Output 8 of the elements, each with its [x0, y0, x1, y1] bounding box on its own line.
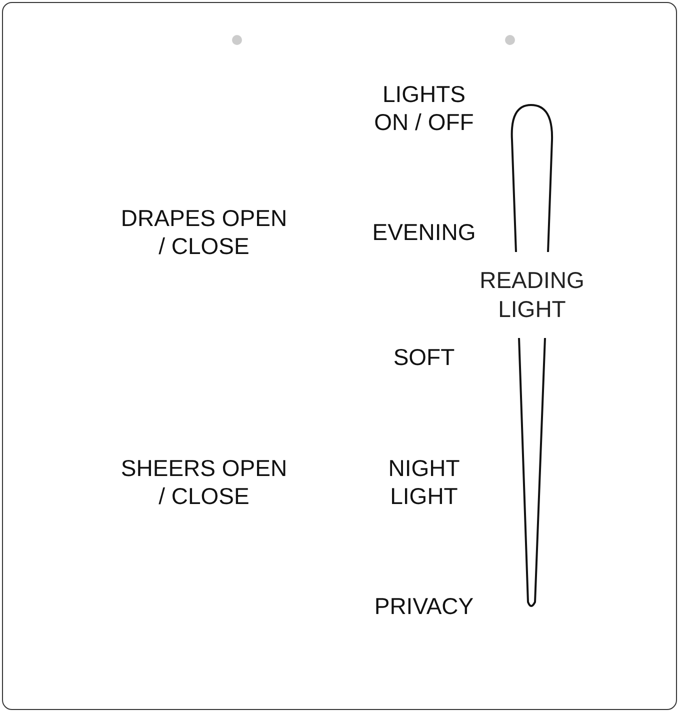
- button-label: SOFT: [393, 343, 455, 371]
- button-label: DRAPES OPEN / CLOSE: [120, 204, 288, 260]
- button-label: EVENING: [372, 218, 476, 246]
- button-label: NIGHT LIGHT: [387, 454, 461, 510]
- button-label: LIGHTS ON / OFF: [373, 80, 475, 136]
- button-label: SHEERS OPEN / CLOSE: [120, 454, 288, 510]
- slider-label: READING LIGHT: [478, 266, 586, 324]
- button-label: PRIVACY: [374, 592, 474, 620]
